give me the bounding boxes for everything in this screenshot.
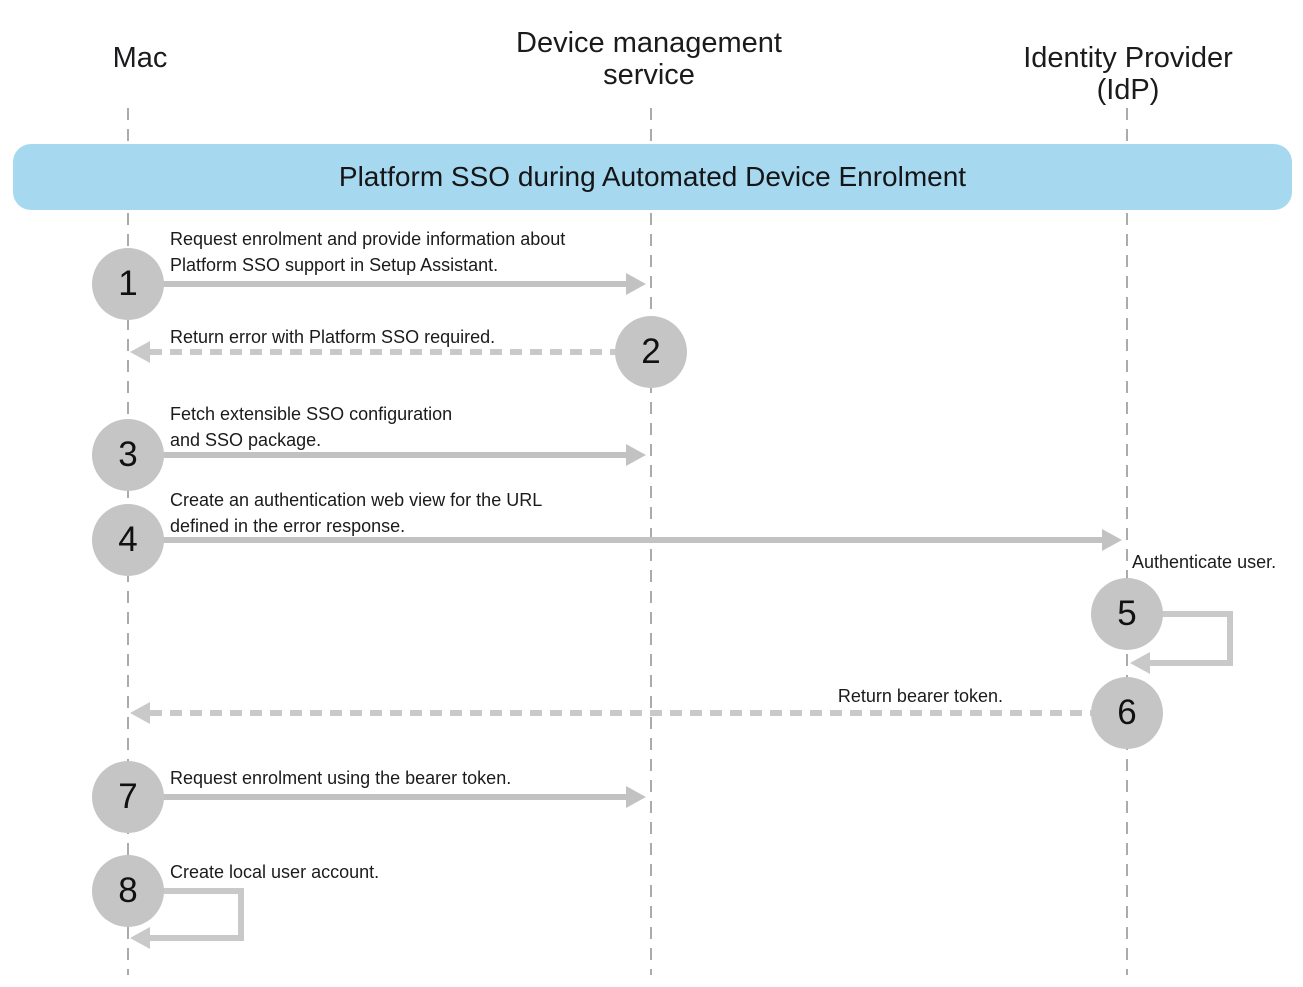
step-3-circle: 3: [92, 419, 164, 491]
step-6-circle: 6: [1091, 677, 1163, 749]
step-1-arrowhead: [626, 273, 646, 295]
step-8-number: 8: [118, 871, 138, 910]
lifeline-identity-provider: [1126, 108, 1128, 975]
step-8-loop-bottom: [150, 935, 244, 941]
step-5-loop-right: [1227, 611, 1233, 666]
step-2-arrow: [150, 349, 651, 355]
step-2-circle: 2: [615, 316, 687, 388]
step-2-arrowhead: [130, 341, 150, 363]
step-8-loop-top: [128, 888, 244, 894]
step-8-label: Create local user account.: [170, 862, 380, 882]
step-1-arrow: [128, 281, 626, 287]
step-5-label: Authenticate user.: [1132, 552, 1277, 572]
step-6-number: 6: [1117, 693, 1137, 732]
step-6-arrow: [150, 710, 1127, 716]
step-4-number: 4: [118, 520, 138, 559]
step-7-arrowhead: [626, 786, 646, 808]
step-5-number: 5: [1117, 594, 1137, 633]
step-4-arrowhead: [1102, 529, 1122, 551]
step-8-arrowhead: [130, 927, 150, 949]
diagram-title: Platform SSO during Automated Device Enr…: [338, 161, 967, 192]
step-7-arrow: [128, 794, 626, 800]
step-3-arrow: [128, 452, 626, 458]
actor-label-device-management-service: Device management service: [516, 27, 782, 91]
step-1-number: 1: [118, 264, 138, 303]
step-6-label: Return bearer token.: [837, 686, 1003, 706]
step-6-arrowhead: [130, 702, 150, 724]
step-3-label: Fetch extensible SSO configuration and S…: [170, 404, 453, 450]
step-1-circle: 1: [92, 248, 164, 320]
step-1-label: Request enrolment and provide informatio…: [170, 229, 566, 275]
step-5-loop-bottom: [1150, 660, 1233, 666]
step-2-number: 2: [641, 332, 661, 371]
actor-label-identity-provider: Identity Provider (IdP): [1023, 42, 1233, 106]
step-5-arrowhead: [1130, 652, 1150, 674]
step-4-circle: 4: [92, 504, 164, 576]
step-2-label: Return error with Platform SSO required.: [170, 327, 496, 347]
step-8-loop-right: [238, 888, 244, 941]
step-5-loop-top: [1127, 611, 1233, 617]
title-banner: Platform SSO during Automated Device Enr…: [13, 144, 1292, 210]
step-8-circle: 8: [92, 855, 164, 927]
step-3-arrowhead: [626, 444, 646, 466]
step-7-number: 7: [118, 777, 138, 816]
step-4-arrow: [128, 537, 1102, 543]
actor-label-mac: Mac: [112, 42, 168, 74]
step-3-number: 3: [118, 435, 138, 474]
step-7-circle: 7: [92, 761, 164, 833]
step-7-label: Request enrolment using the bearer token…: [170, 768, 512, 788]
step-4-label: Create an authentication web view for th…: [170, 490, 543, 536]
step-5-circle: 5: [1091, 578, 1163, 650]
